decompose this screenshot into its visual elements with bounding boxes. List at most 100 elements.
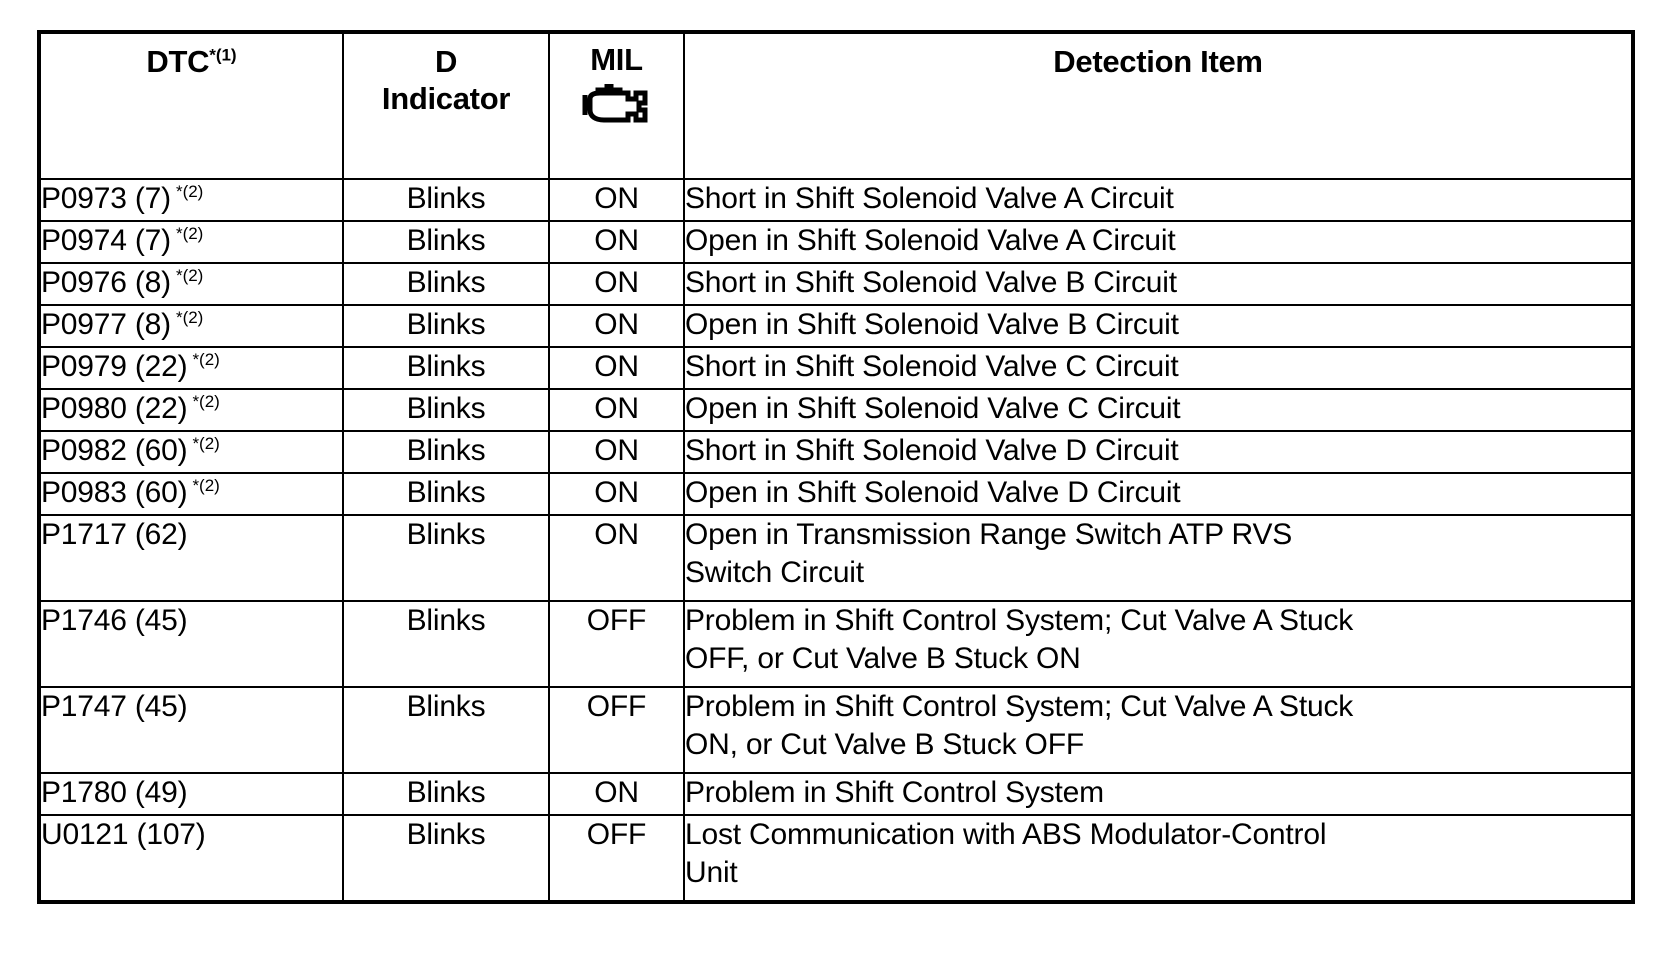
mil-state-value: ON <box>594 308 639 341</box>
cell-d-indicator: Blinks <box>342 430 550 474</box>
d-indicator-value: Blinks <box>406 182 486 215</box>
cell-detection-item: Open in Shift Solenoid Valve B Circuit <box>683 304 1634 348</box>
column-header-detection-item: Detection Item <box>683 31 1634 180</box>
detection-item-line: Problem in Shift Control System; Cut Val… <box>685 604 1354 637</box>
dtc-footnote-marker: *(2) <box>192 392 220 411</box>
cell-dtc-code: P0973 (7)*(2) <box>38 178 344 222</box>
header-row: DTC*(1) D Indicator MIL <box>38 31 1634 180</box>
cell-dtc-code: P0974 (7)*(2) <box>38 220 344 264</box>
cell-mil-state: ON <box>548 430 685 474</box>
cell-d-indicator: Blinks <box>342 772 550 816</box>
d-indicator-value: Blinks <box>406 266 486 299</box>
table-row: P0977 (8)*(2)Blinks ON Open in Shift Solen… <box>38 304 1634 348</box>
d-indicator-value: Blinks <box>406 776 486 809</box>
cell-dtc-code: P0976 (8)*(2) <box>38 262 344 306</box>
cell-dtc-code: P1747 (45) <box>38 686 344 774</box>
cell-mil-state: OFF <box>548 600 685 688</box>
cell-detection-item: Short in Shift Solenoid Valve A Circuit <box>683 178 1634 222</box>
cell-detection-item: Problem in Shift Control System; Cut Val… <box>683 686 1634 774</box>
dtc-code-text: P0976 (8) <box>41 266 171 299</box>
table-header: DTC*(1) D Indicator MIL <box>38 31 1634 180</box>
table-row: P0973 (7)*(2) Blinks ON Short in Shift Sole… <box>38 178 1634 222</box>
dtc-code-text: P0982 (60) <box>41 434 188 467</box>
cell-d-indicator: Blinks <box>342 388 550 432</box>
cell-mil-state: ON <box>548 220 685 264</box>
cell-d-indicator: Blinks <box>342 472 550 516</box>
mil-state-value: ON <box>594 224 639 257</box>
dtc-table: DTC*(1) D Indicator MIL <box>37 30 1635 904</box>
table-row: P1780 (49) Blinks ON Problem in Shift Contr… <box>38 772 1634 816</box>
d-indicator-value: Blinks <box>406 434 486 467</box>
cell-mil-state: ON <box>548 262 685 306</box>
cell-detection-item: Open in Shift Solenoid Valve A Circuit <box>683 220 1634 264</box>
cell-d-indicator: Blinks <box>342 514 550 602</box>
mil-state-value: ON <box>594 776 639 809</box>
check-engine-icon <box>582 84 647 123</box>
dtc-footnote-marker: *(2) <box>175 308 204 327</box>
cell-dtc-code: U0121 (107) <box>38 814 344 903</box>
dtc-footnote-marker: *(2) <box>175 182 204 201</box>
cell-detection-item: Problem in Shift Control System; Cut Val… <box>683 600 1634 688</box>
dtc-code-text: P0973 (7) <box>41 182 171 215</box>
detection-item-line: Short in Shift Solenoid Valve A Circuit <box>685 182 1174 215</box>
dtc-code-text: P0974 (7) <box>41 224 171 257</box>
cell-dtc-code: P1717 (62) <box>38 514 344 602</box>
detection-item-line: Problem in Shift Control System <box>685 776 1104 809</box>
cell-detection-item: Open in Shift Solenoid Valve C Circuit <box>683 388 1634 432</box>
cell-dtc-code: P0983 (60)*(2) <box>38 472 344 516</box>
mil-state-value: OFF <box>586 604 647 637</box>
column-header-dtc-footnote: *(1) <box>209 45 237 65</box>
mil-state-value: OFF <box>586 690 647 723</box>
cell-mil-state: ON <box>548 514 685 602</box>
cell-dtc-code: P1780 (49) <box>38 772 344 816</box>
dtc-code-text: P0980 (22) <box>41 392 188 425</box>
cell-d-indicator: Blinks <box>342 220 550 264</box>
mil-state-value: ON <box>594 182 639 215</box>
cell-detection-item: Open in Shift Solenoid Valve D Circuit <box>683 472 1634 516</box>
cell-d-indicator: Blinks <box>342 346 550 390</box>
cell-mil-state: ON <box>548 772 685 816</box>
cell-detection-item: Short in Shift Solenoid Valve D Circuit <box>683 430 1634 474</box>
cell-d-indicator: Blinks <box>342 304 550 348</box>
column-header-mil-label: MIL <box>590 42 643 77</box>
detection-item-line: Problem in Shift Control System; Cut Val… <box>685 690 1354 723</box>
column-header-dtc-label: DTC <box>146 44 210 79</box>
detection-item-line: Open in Transmission Range Switch ATP RV… <box>685 518 1293 551</box>
d-indicator-value: Blinks <box>406 518 486 551</box>
detection-item-line: Unit <box>685 856 738 890</box>
table-row: P0974 (7)*(2)Blinks ON Open in Shift Solen… <box>38 220 1634 264</box>
cell-dtc-code: P0977 (8)*(2) <box>38 304 344 348</box>
detection-item-line: Lost Communication with ABS Modulator-Co… <box>685 818 1327 851</box>
dtc-footnote-marker: *(2) <box>192 434 220 453</box>
dtc-code-text: P1746 (45) <box>41 604 188 637</box>
cell-dtc-code: P0980 (22)*(2) <box>38 388 344 432</box>
dtc-code-text: U0121 (107) <box>41 818 206 851</box>
cell-d-indicator: Blinks <box>342 600 550 688</box>
detection-item-line: ON, or Cut Valve B Stuck OFF <box>685 728 1084 762</box>
dtc-code-text: P1747 (45) <box>41 690 188 723</box>
cell-mil-state: ON <box>548 388 685 432</box>
column-header-d-indicator: D Indicator <box>342 31 550 180</box>
d-indicator-value: Blinks <box>406 350 486 383</box>
dtc-footnote-marker: *(2) <box>175 266 204 285</box>
detection-item-line: Short in Shift Solenoid Valve C Circuit <box>685 350 1179 383</box>
dtc-code-text: P0983 (60) <box>41 476 188 509</box>
column-header-dtc: DTC*(1) <box>38 31 344 180</box>
cell-detection-item: Open in Transmission Range Switch ATP RV… <box>683 514 1634 602</box>
column-header-d-indicator-line1: D <box>434 44 458 79</box>
cell-d-indicator: Blinks <box>342 178 550 222</box>
detection-item-line: Open in Shift Solenoid Valve A Circuit <box>685 224 1176 257</box>
cell-mil-state: ON <box>548 472 685 516</box>
detection-item-line: Open in Shift Solenoid Valve D Circuit <box>685 476 1181 509</box>
detection-item-line: Short in Shift Solenoid Valve B Circuit <box>685 266 1177 299</box>
cell-detection-item: Short in Shift Solenoid Valve C Circuit <box>683 346 1634 390</box>
